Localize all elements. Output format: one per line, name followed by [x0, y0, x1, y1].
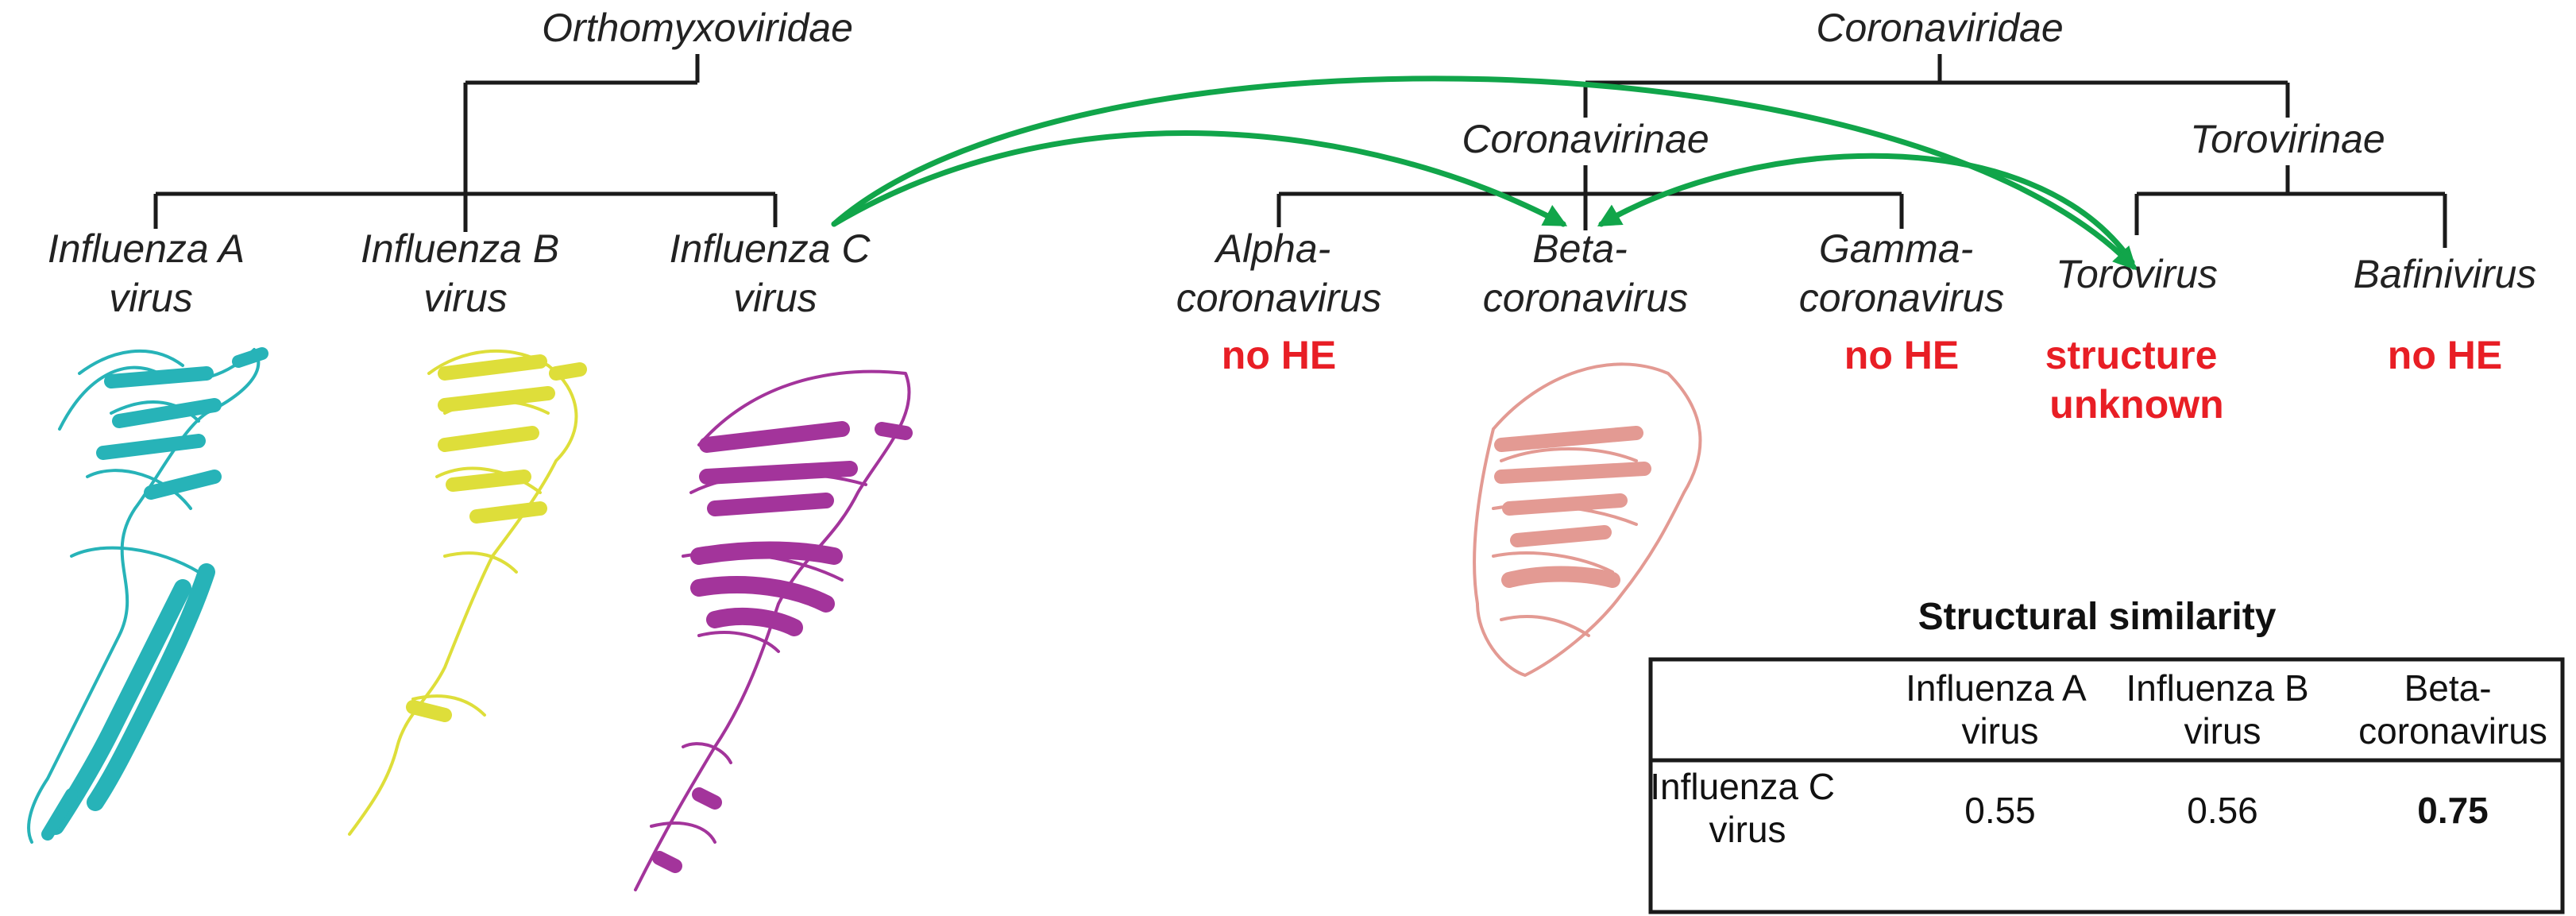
arrow-fluc-to-betacov: [831, 130, 1568, 227]
coronavirinae-label: Coronavirinae: [1462, 117, 1709, 161]
structure-influenza-b: [348, 349, 587, 836]
column-header-influenza-a: Influenza A virus: [1906, 667, 2095, 752]
coronaviridae-tree: Coronaviridae Coronavirinae Torovirinae …: [1176, 6, 2537, 427]
leaf-betacoronavirus: Beta- coronavirus: [1483, 226, 1688, 320]
note-gamma-no-he: no HE: [1844, 333, 1959, 377]
similarity-table: Structural similarity Influenza A virus …: [1648, 596, 2565, 914]
coronavirinae-branches: [1276, 165, 1904, 230]
column-header-influenza-b: Influenza B virus: [2126, 667, 2319, 752]
cell-flu-c-vs-flu-b: 0.56: [2187, 790, 2258, 831]
column-header-betacoronavirus: Beta- coronavirus: [2358, 667, 2547, 752]
structure-influenza-a: [27, 347, 268, 844]
note-bafinivirus-no-he: no HE: [2388, 333, 2502, 377]
leaf-gammacoronavirus: Gamma- coronavirus: [1799, 226, 2004, 320]
torovirinae-branches: [2134, 165, 2447, 248]
note-torovirus-structure-unknown: structure unknown: [2045, 333, 2229, 427]
leaf-torovirus: Torovirus: [2056, 252, 2218, 296]
coronaviridae-label: Coronaviridae: [1816, 6, 2063, 50]
leaf-influenza-a: Influenza A virus: [48, 226, 254, 320]
orthomyxo-branches: [153, 54, 778, 232]
orthomyxoviridae-tree: Orthomyxoviridae Influenza A virus Influ…: [48, 6, 882, 320]
arrow-fluc-to-torovirus: [831, 75, 2138, 271]
cell-flu-c-vs-betacov: 0.75: [2417, 790, 2489, 831]
similarity-table-border: [1648, 657, 2565, 914]
coronaviridae-branches: [1583, 54, 2290, 118]
cell-flu-c-vs-flu-a: 0.55: [1964, 790, 2036, 831]
row-header-influenza-c: Influenza C virus: [1650, 766, 1844, 850]
leaf-influenza-b: Influenza B virus: [361, 226, 570, 320]
arrow-torovirus-to-betacov: [1597, 153, 2135, 265]
note-alpha-no-he: no HE: [1222, 333, 1336, 377]
leaf-bafinivirus: Bafinivirus: [2354, 252, 2537, 296]
leaf-influenza-c: Influenza C virus: [670, 226, 882, 320]
torovirinae-label: Torovirinae: [2190, 117, 2385, 161]
leaf-alphacoronavirus: Alpha- coronavirus: [1176, 226, 1381, 320]
relationship-arrows: [831, 75, 2138, 271]
structure-influenza-c: [634, 369, 913, 891]
structure-betacoronavirus: [1473, 362, 1702, 677]
similarity-table-title: Structural similarity: [1918, 596, 2277, 638]
orthomyxoviridae-label: Orthomyxoviridae: [542, 6, 853, 50]
